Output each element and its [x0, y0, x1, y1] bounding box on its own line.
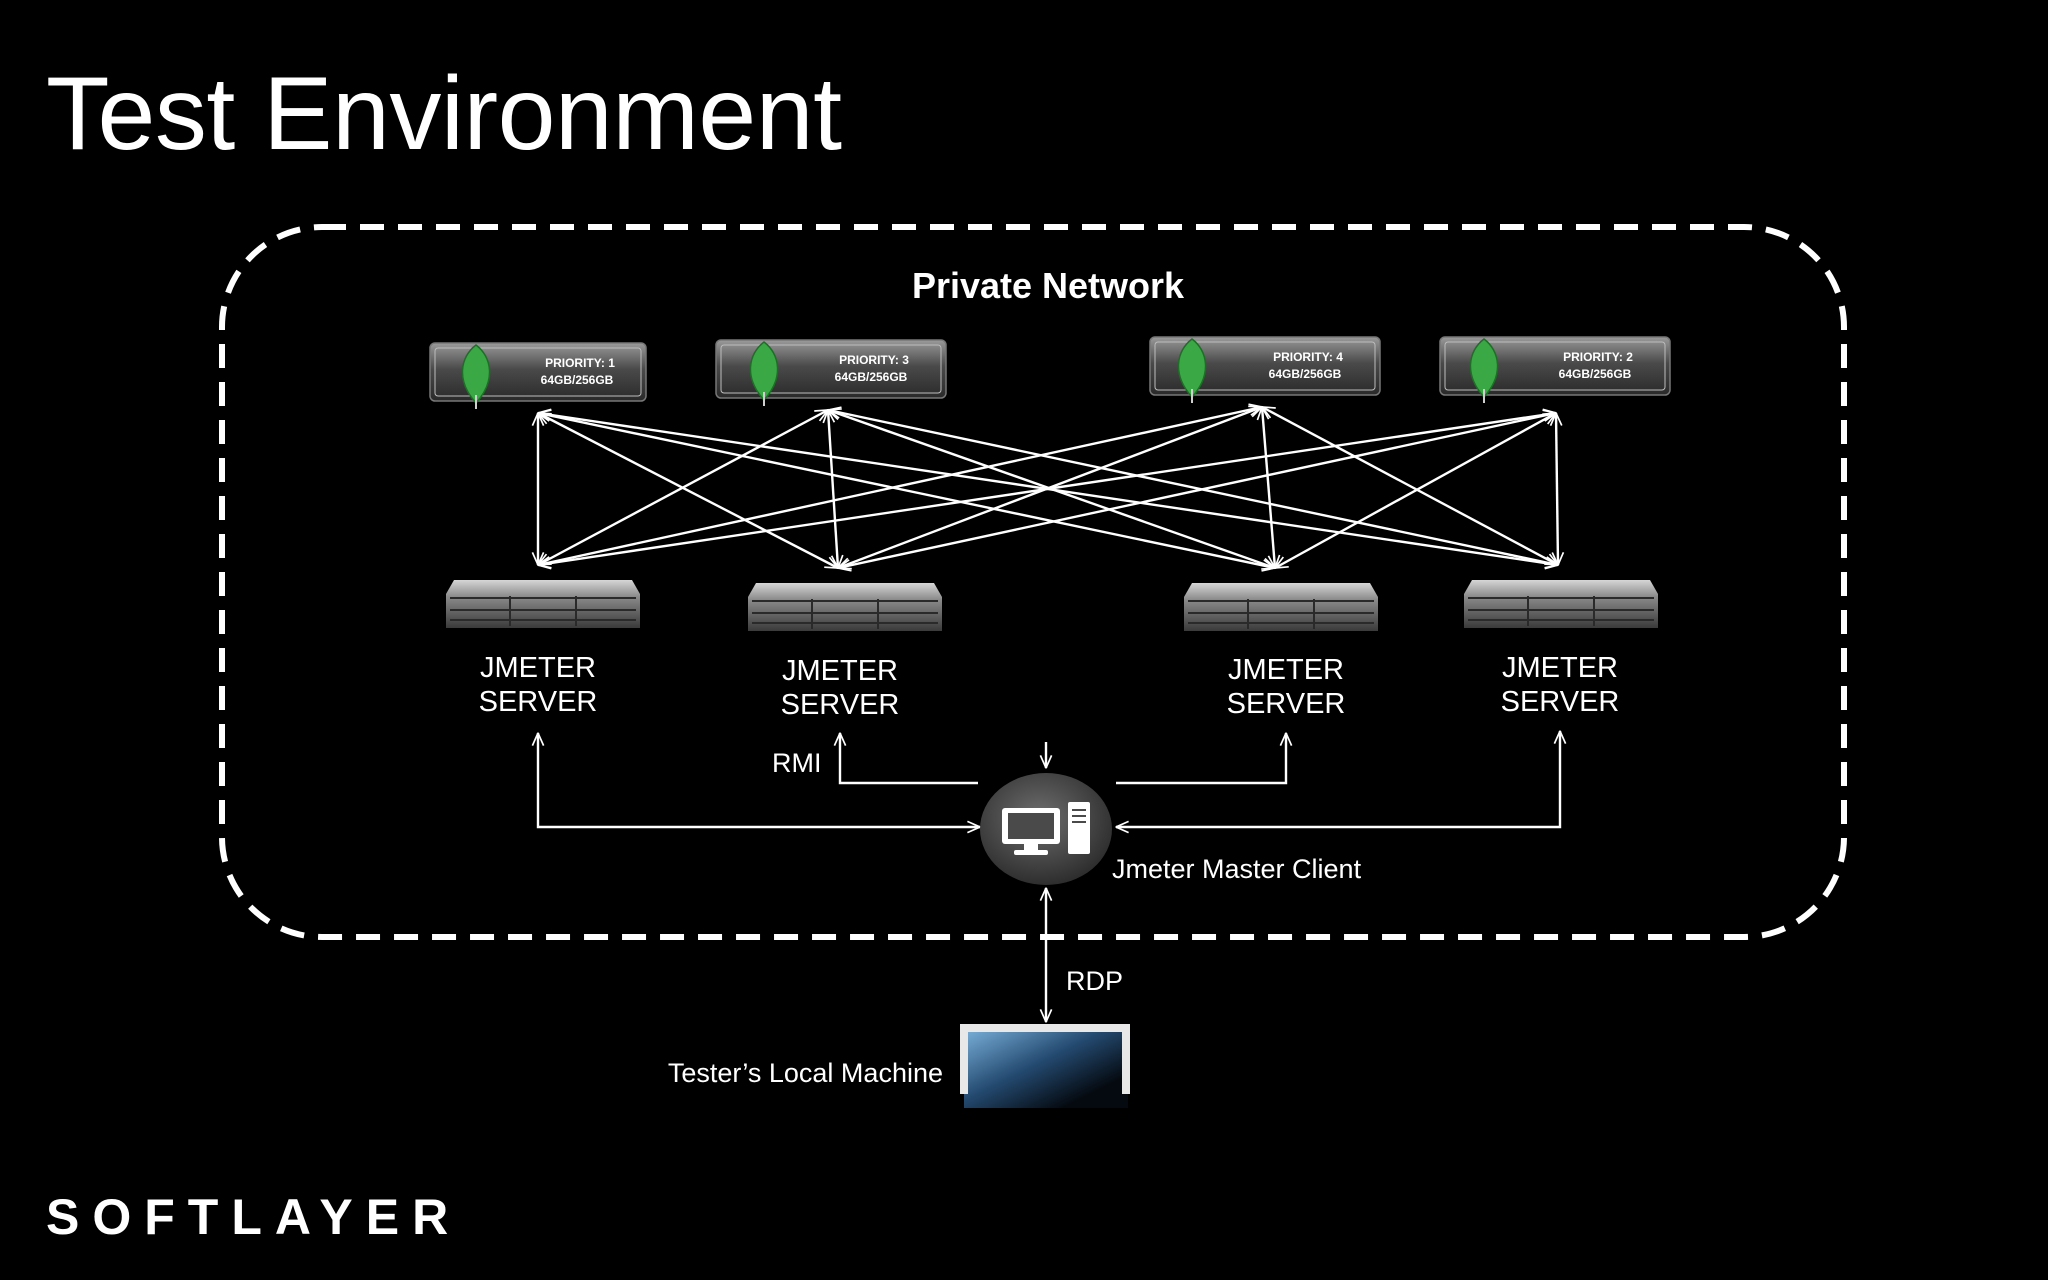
- softlayer-logo: SOFTLAYER: [46, 1189, 462, 1245]
- db-capacity: 64GB/256GB: [541, 373, 614, 387]
- rmi-arrow: [538, 733, 980, 827]
- jmeter-server-label: SERVER: [479, 686, 598, 718]
- connection-line: [828, 410, 838, 568]
- jmeter-server-rack: [446, 580, 640, 628]
- connection-line: [538, 413, 1275, 568]
- rmi-label: RMI: [772, 748, 822, 778]
- db-capacity: 64GB/256GB: [1269, 367, 1342, 381]
- jmeter-server-label: SERVER: [1501, 686, 1620, 718]
- rdp-label: RDP: [1066, 966, 1123, 996]
- jmeter-server-rack: [1464, 580, 1658, 628]
- jmeter-server-label: JMETER: [782, 655, 898, 687]
- db-priority: PRIORITY: 2: [1563, 350, 1633, 364]
- db-priority: PRIORITY: 3: [839, 353, 909, 367]
- jmeter-server-label: JMETER: [1502, 652, 1618, 684]
- db-priority: PRIORITY: 4: [1273, 350, 1343, 364]
- connection-line: [1262, 407, 1275, 568]
- jmeter-server-label: JMETER: [480, 652, 596, 684]
- rmi-arrow: [1116, 733, 1286, 785]
- slide-title: Test Environment: [46, 56, 842, 172]
- jmeter-server-rack: [1184, 583, 1378, 631]
- db-priority: PRIORITY: 1: [545, 356, 615, 370]
- master-client-label: Jmeter Master Client: [1112, 854, 1362, 884]
- mesh-connections: [538, 407, 1558, 568]
- rmi-connections: [538, 731, 1560, 827]
- connection-line: [538, 408, 828, 567]
- rmi-arrow: [840, 733, 978, 785]
- db-node: PRIORITY: 4 64GB/256GB: [1149, 336, 1381, 403]
- jmeter-server-label: JMETER: [1228, 654, 1344, 686]
- master-client-node: [980, 773, 1112, 885]
- local-machine-label: Tester’s Local Machine: [668, 1058, 943, 1088]
- jmeter-server-rack: [748, 583, 942, 631]
- connection-line: [1275, 411, 1556, 570]
- connection-line: [1556, 413, 1558, 565]
- private-network-label: Private Network: [912, 265, 1185, 306]
- private-network-boundary: [219, 224, 1847, 940]
- jmeter-server-label: SERVER: [781, 689, 900, 721]
- desktop-computer-icon: [1002, 802, 1090, 855]
- connection-line: [838, 413, 1556, 568]
- db-capacity: 64GB/256GB: [1559, 367, 1632, 381]
- rmi-arrow: [1116, 731, 1560, 827]
- db-node: PRIORITY: 3 64GB/256GB: [715, 339, 947, 406]
- db-capacity: 64GB/256GB: [835, 370, 908, 384]
- jmeter-server-label: SERVER: [1227, 688, 1346, 720]
- db-node: PRIORITY: 2 64GB/256GB: [1439, 336, 1671, 403]
- connection-line: [1262, 405, 1558, 567]
- local-machine-monitor: [960, 1024, 1130, 1108]
- db-node: PRIORITY: 1 64GB/256GB: [429, 342, 647, 409]
